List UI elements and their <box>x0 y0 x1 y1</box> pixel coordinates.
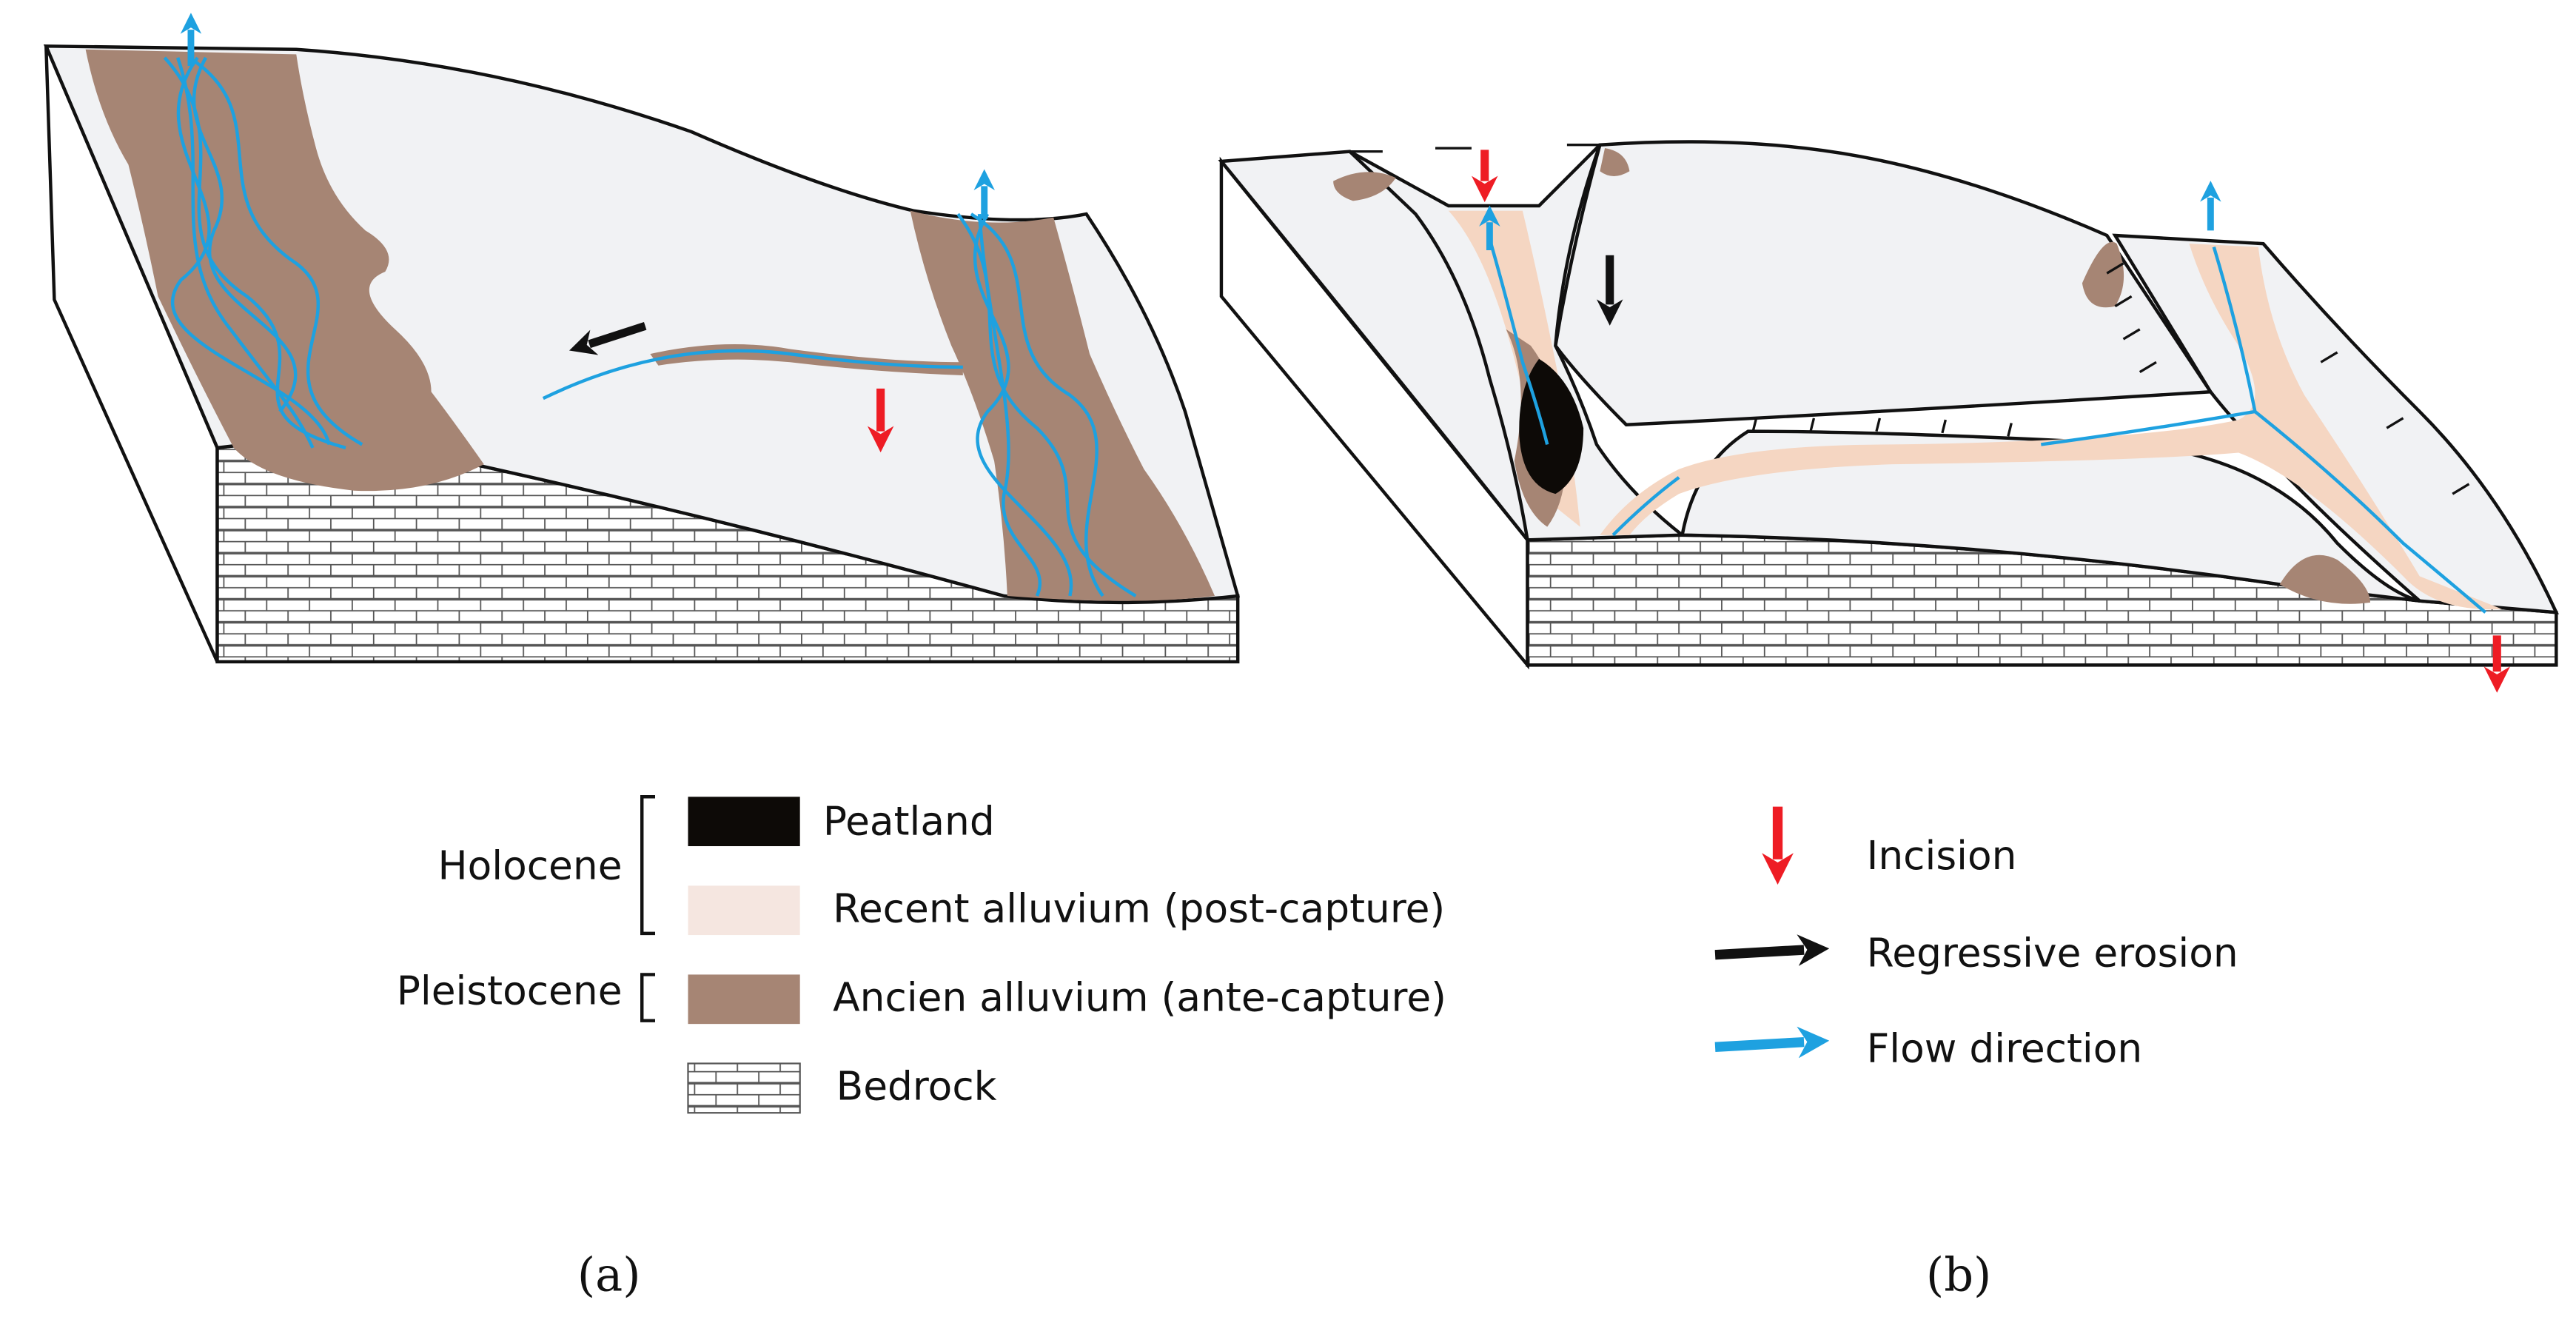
ancient-alluvium-remnant-2 <box>1600 148 1630 176</box>
plateau-east <box>2112 233 2559 614</box>
caption-panel-b: (b) <box>1926 1247 1991 1301</box>
ancient-alluvium-remnant-1 <box>1333 172 1396 201</box>
legend-pleistocene-label: Pleistocene <box>397 967 623 1013</box>
braided-channels-east <box>956 212 1137 597</box>
channels-b <box>1488 238 2487 614</box>
braided-channels-west <box>163 56 363 450</box>
pleistocene-bracket <box>640 973 656 1022</box>
caption-panel-a: (a) <box>577 1247 641 1301</box>
legend-ancient-alluvium-label: Ancien alluvium (ante-capture) <box>833 973 1446 1020</box>
legend-peatland-swatch <box>688 797 800 846</box>
ancient-alluvium-remnant-3 <box>2082 241 2124 308</box>
ancient-alluvium-remnant-4 <box>2279 554 2371 604</box>
regressive-arrow-a <box>568 322 647 355</box>
legend-recent-alluvium-label: Recent alluvium (post-capture) <box>833 885 1445 931</box>
legend-incision-label: Incision <box>1867 832 2017 879</box>
panel-a-block-diagram <box>43 13 1241 664</box>
legend-holocene-label: Holocene <box>437 842 622 888</box>
legend-ancient-alluvium-swatch <box>688 974 800 1025</box>
legend-peatland-label: Peatland <box>823 797 995 844</box>
legend-regressive-arrow <box>1714 934 1830 966</box>
ancient-alluvium-east <box>910 210 1215 601</box>
holocene-bracket <box>640 795 656 936</box>
panel-b-block-diagram <box>1218 140 2559 693</box>
legend-regressive-label: Regressive erosion <box>1867 929 2238 976</box>
legend-bedrock-label: Bedrock <box>836 1062 997 1109</box>
legend-flow-arrow <box>1714 1026 1830 1059</box>
ancient-alluvium-west <box>85 49 484 492</box>
legend-recent-alluvium-swatch <box>688 885 800 936</box>
tributary-channel <box>542 349 963 401</box>
legend-bedrock-swatch <box>687 1062 801 1114</box>
peatland-deposit <box>1519 358 1584 495</box>
legend-flow-label: Flow direction <box>1867 1025 2143 1071</box>
recent-alluvium-main <box>1600 244 2502 610</box>
plateau-south <box>1680 429 2421 603</box>
scarp-ticks <box>1346 144 2470 495</box>
legend: Holocene Pleistocene Peatland Recent all… <box>397 795 2238 1114</box>
